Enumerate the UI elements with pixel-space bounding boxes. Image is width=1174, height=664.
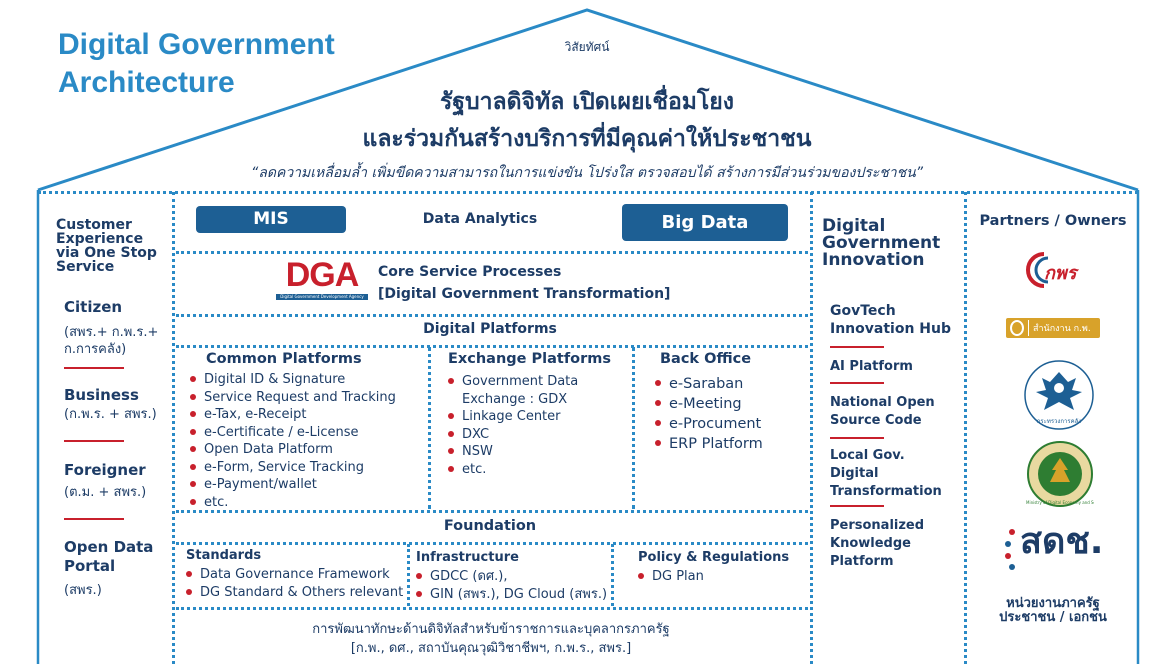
big-data-pill: Big Data: [622, 204, 788, 241]
list-item: GDCC (ดศ.),: [414, 568, 607, 586]
vision-line2: และร่วมกันสร้างบริการที่มีคุณค่าให้ประชา…: [362, 126, 812, 152]
common-platforms-title: Common Platforms: [206, 351, 362, 367]
infrastructure-list: GDCC (ดศ.), GIN (สพร.), DG Cloud (สพร.): [414, 568, 607, 603]
policy-list: DG Plan: [636, 568, 704, 586]
standards-list: Data Governance Framework DG Standard & …: [184, 566, 403, 601]
partners-heading: Partners / Owners: [979, 213, 1127, 229]
mis-pill: MIS: [196, 206, 346, 233]
innovation-heading: Digital Government Innovation: [822, 216, 941, 270]
skills-line2: [ก.พ., ดศ., สถาบันคุณวุฒิวิชาชีพฯ, ก.พ.ร…: [350, 641, 632, 656]
foundation-divider-1: [407, 544, 410, 606]
innovation-item-local-gov: Local Gov. Digital Transformation: [830, 448, 942, 499]
list-item: DG Standard & Others relevant: [184, 584, 403, 602]
foundation-divider-2: [611, 544, 614, 606]
platform-divider-1: [428, 347, 431, 509]
citizen-note-2: ก.การคลัง): [64, 342, 127, 357]
list-item: DG Plan: [636, 568, 704, 586]
data-analytics-label: Data Analytics: [422, 211, 538, 227]
divider-left: [172, 192, 175, 664]
customer-experience-heading: Customer Experience via One Stop Service: [56, 217, 157, 275]
common-platforms-list: Digital ID & Signature Service Request a…: [188, 371, 396, 511]
partners-footer-1: หน่วยงานภาครัฐ: [1006, 596, 1100, 611]
foundation-label: Foundation: [443, 518, 537, 534]
list-item: e-Saraban: [653, 374, 763, 394]
standards-title: Standards: [186, 548, 262, 563]
business-label: Business: [64, 386, 139, 404]
vision-quote: “ลดความเหลื่อมล้ำ เพิ่มขีดความสามารถในกา…: [251, 165, 923, 181]
page-title-line1: Digital Government: [58, 28, 335, 61]
list-item: e-Certificate / e-License: [188, 424, 396, 442]
separator: [64, 440, 124, 442]
center-line-1: [176, 251, 808, 254]
ocsc-logo: สำนักงาน ก.พ.: [1006, 318, 1100, 338]
list-item: GIN (สพร.), DG Cloud (สพร.): [414, 586, 607, 604]
separator: [830, 505, 884, 507]
policy-title: Policy & Regulations: [638, 550, 790, 565]
list-item: Digital ID & Signature: [188, 371, 396, 389]
list-item: e-Meeting: [653, 394, 763, 414]
divider-right: [964, 192, 967, 664]
list-item: DXC: [446, 426, 578, 444]
list-item: ERP Platform: [653, 434, 763, 454]
divider-center-right: [810, 192, 813, 664]
page-title-line2: Architecture: [58, 66, 235, 99]
list-item: etc.: [188, 494, 396, 512]
citizen-note-1: (สพร.+ ก.พ.ร.+: [64, 325, 159, 340]
citizen-label: Citizen: [64, 298, 123, 316]
open-data-note: (สพร.): [64, 583, 102, 598]
center-line-3: [176, 345, 808, 348]
back-office-list: e-Saraban e-Meeting e-Procument ERP Plat…: [653, 374, 763, 454]
infrastructure-title: Infrastructure: [416, 550, 519, 565]
innovation-item-open-source: National Open Source Code: [830, 395, 935, 428]
mdes-logo: Ministry of Digital Economy and Society: [1026, 440, 1094, 508]
digital-platforms-label: Digital Platforms: [423, 321, 557, 337]
list-item: etc.: [446, 461, 578, 479]
list-item: Linkage Center: [446, 408, 578, 426]
separator: [64, 367, 124, 369]
back-office-title: Back Office: [660, 351, 752, 367]
list-item: e-Procument: [653, 414, 763, 434]
list-item: Open Data Platform: [188, 441, 396, 459]
exchange-platforms-title: Exchange Platforms: [448, 351, 612, 367]
separator: [830, 346, 884, 348]
core-service-line1: Core Service Processes: [378, 264, 562, 280]
list-item: e-Payment/wallet: [188, 476, 396, 494]
foreigner-label: Foreigner: [64, 461, 146, 479]
vision-label: วิสัยทัศน์: [564, 40, 610, 54]
skills-line1: การพัฒนาทักษะด้านดิจิทัลสำหรับข้าราชการแ…: [312, 622, 670, 637]
core-service-line2: [Digital Government Transformation]: [378, 286, 671, 302]
onde-logo: สดช.: [1002, 522, 1112, 572]
frame-top-line: [38, 191, 1138, 194]
separator: [830, 382, 884, 384]
opdc-logo: กพร: [1022, 250, 1098, 290]
list-item: NSW: [446, 443, 578, 461]
vision-line1: รัฐบาลดิจิทัล เปิดเผยเชื่อมโยง: [439, 89, 735, 115]
innovation-item-ai: AI Platform: [830, 359, 913, 374]
finance-ministry-logo: กระทรวงการคลัง: [1022, 358, 1096, 432]
open-data-label-2: Portal: [64, 557, 116, 575]
center-line-6: [176, 607, 808, 610]
foreigner-note: (ต.ม. + สพร.): [64, 485, 147, 500]
innovation-item-govtech: GovTech Innovation Hub: [830, 303, 951, 337]
open-data-label-1: Open Data: [64, 538, 154, 556]
center-line-2: [176, 314, 808, 317]
dga-logo: DGA Digital Government Development Agenc…: [276, 258, 368, 300]
separator: [64, 518, 124, 520]
center-line-5: [176, 542, 808, 545]
list-item: e-Form, Service Tracking: [188, 459, 396, 477]
separator: [830, 437, 884, 439]
list-item: Service Request and Tracking: [188, 389, 396, 407]
list-item: Data Governance Framework: [184, 566, 403, 584]
business-note: (ก.พ.ร. + สพร.): [64, 407, 157, 422]
partners-footer-2: ประชาชน / เอกชน: [999, 610, 1107, 625]
platform-divider-2: [632, 347, 635, 509]
center-line-4: [176, 510, 808, 513]
list-item: e-Tax, e-Receipt: [188, 406, 396, 424]
innovation-item-personalized: Personalized Knowledge Platform: [830, 518, 925, 569]
